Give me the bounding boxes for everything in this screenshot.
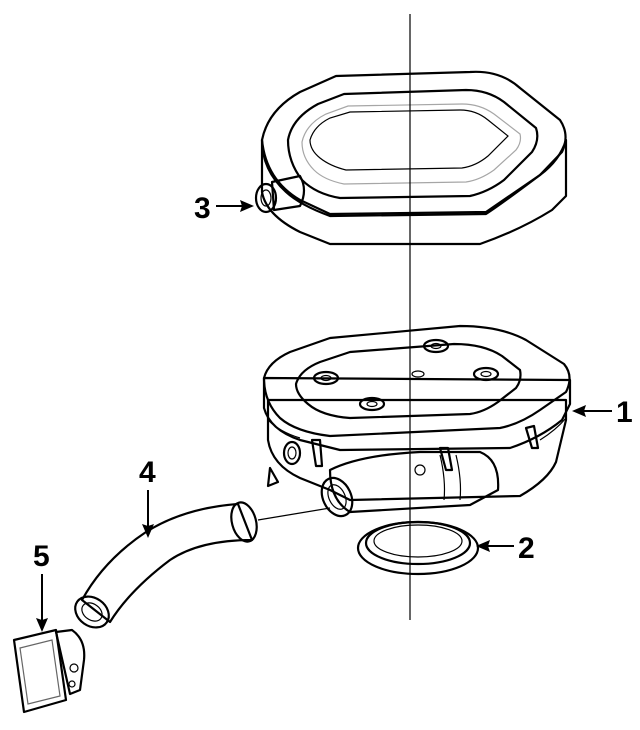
callout-3-label: 3 bbox=[194, 192, 211, 225]
callout-2-label: 2 bbox=[518, 532, 535, 565]
air-filter-element bbox=[254, 70, 568, 246]
callout-2-arrow bbox=[476, 540, 514, 552]
callout-4-arrow bbox=[142, 490, 154, 538]
callout-4-label: 4 bbox=[139, 456, 156, 489]
callout-5-arrow bbox=[36, 574, 48, 632]
gasket-ring bbox=[356, 520, 480, 576]
air-cleaner-housing bbox=[262, 324, 572, 518]
intake-duct-hose bbox=[74, 501, 258, 629]
sensor-connector bbox=[12, 628, 86, 714]
callout-3-arrow bbox=[216, 200, 254, 212]
callout-1-label: 1 bbox=[616, 396, 633, 429]
callout-5-label: 5 bbox=[33, 540, 50, 573]
hose-to-housing-line bbox=[257, 507, 331, 521]
callout-1-arrow bbox=[572, 405, 612, 417]
